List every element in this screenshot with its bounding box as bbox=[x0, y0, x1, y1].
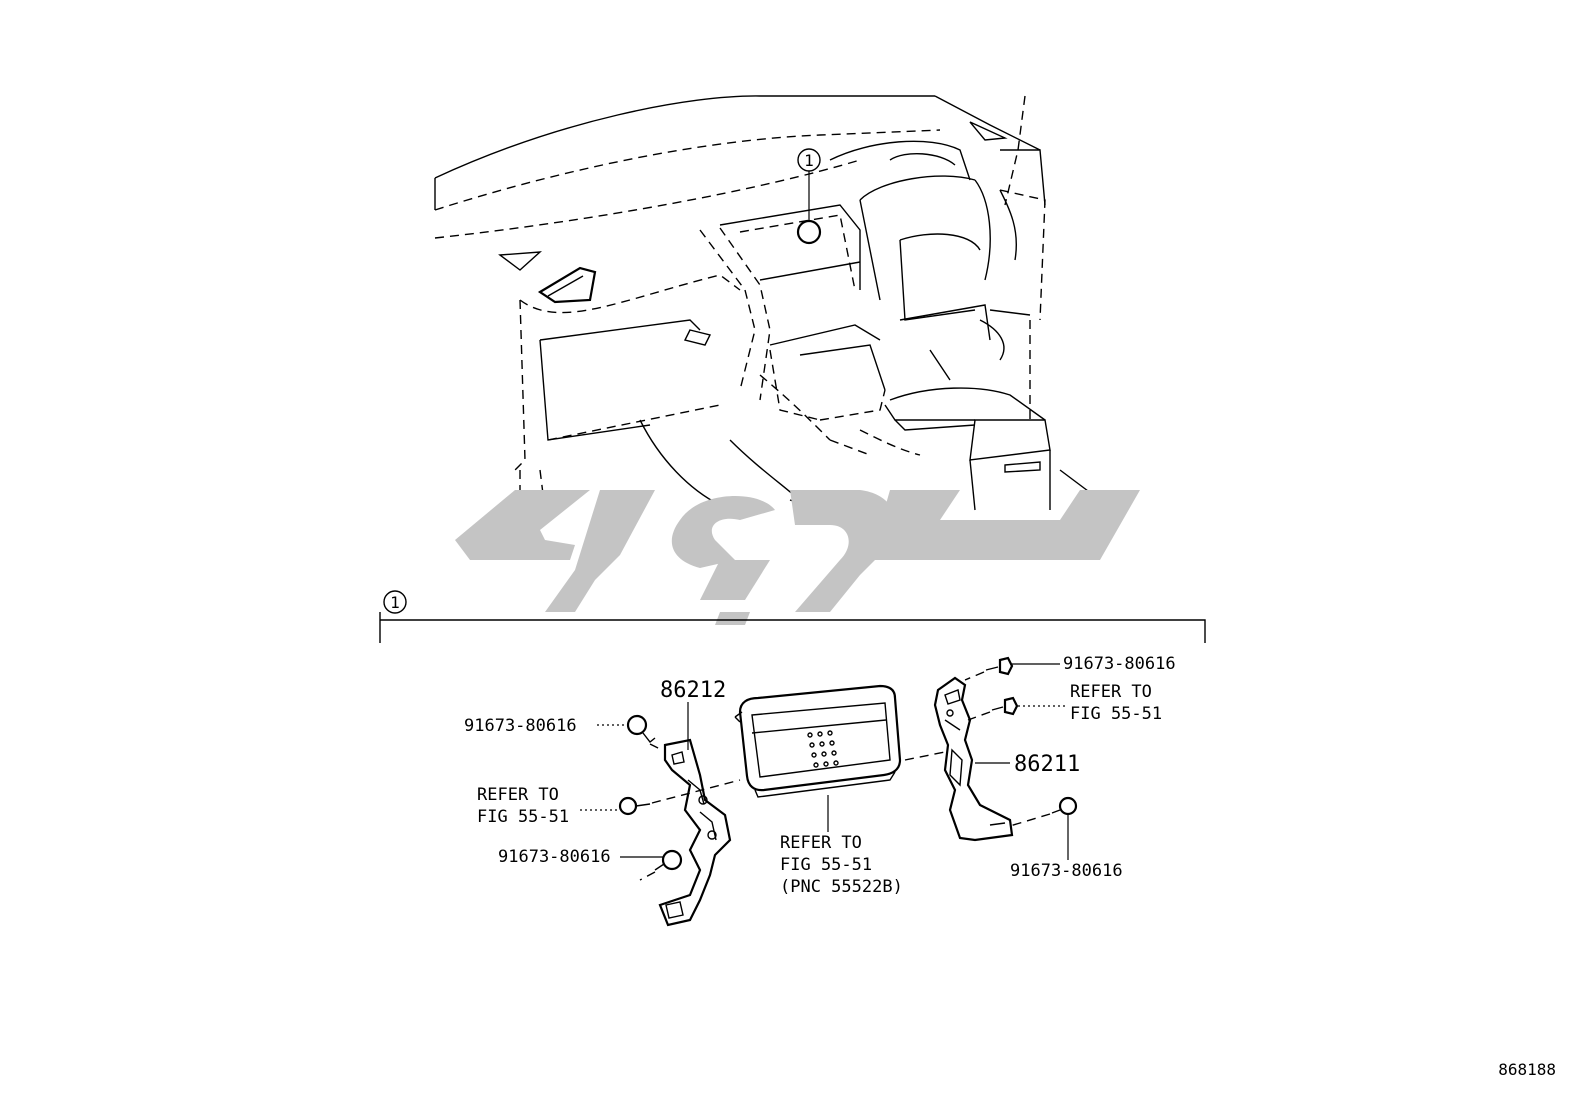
bolt-right-top: 91673-80616 bbox=[964, 654, 1176, 681]
ref-right-line1: REFER TO bbox=[1070, 682, 1152, 702]
bolt-right-middle: REFER TO FIG 55-51 bbox=[967, 682, 1162, 724]
part-number-bolt-right-bottom: 91673-80616 bbox=[1010, 861, 1123, 881]
part-number-bolt-left-bottom: 91673-80616 bbox=[498, 847, 611, 867]
ref-left-line1: REFER TO bbox=[477, 785, 559, 805]
part-number-bolt-right-top: 91673-80616 bbox=[1063, 654, 1176, 674]
part-number-86211: 86211 bbox=[1014, 752, 1080, 777]
bracket-86212: 86212 bbox=[658, 678, 732, 927]
bolt-left-middle: REFER TO FIG 55-51 bbox=[477, 779, 741, 827]
bolt-left-top: 91673-80616 bbox=[464, 714, 663, 751]
bolt-right-bottom: 91673-80616 bbox=[1009, 796, 1123, 881]
ref-center-line3: (PNC 55522B) bbox=[780, 877, 903, 897]
watermark-logo bbox=[455, 490, 1140, 625]
ref-center-line2: FIG 55-51 bbox=[780, 855, 872, 875]
ref-center-line1: REFER TO bbox=[780, 833, 862, 853]
dashboard-illustration bbox=[434, 95, 1101, 513]
section-callout-number: 1 bbox=[390, 593, 400, 612]
callout-1-dashboard: 1 bbox=[796, 148, 822, 245]
illustration-id: 868188 bbox=[1498, 1060, 1556, 1079]
part-number-bolt-left-top: 91673-80616 bbox=[464, 716, 577, 736]
ref-right-line2: FIG 55-51 bbox=[1070, 704, 1162, 724]
display-unit: REFER TO FIG 55-51 (PNC 55522B) bbox=[734, 684, 903, 897]
display-dots bbox=[807, 730, 839, 768]
bolt-left-bottom: 91673-80616 bbox=[498, 847, 683, 881]
section-bracket: 1 bbox=[379, 590, 1206, 643]
bracket-86211: 86211 bbox=[904, 676, 1080, 842]
callout-number: 1 bbox=[804, 151, 814, 170]
part-number-86212: 86212 bbox=[660, 678, 726, 703]
ref-left-line2: FIG 55-51 bbox=[477, 807, 569, 827]
